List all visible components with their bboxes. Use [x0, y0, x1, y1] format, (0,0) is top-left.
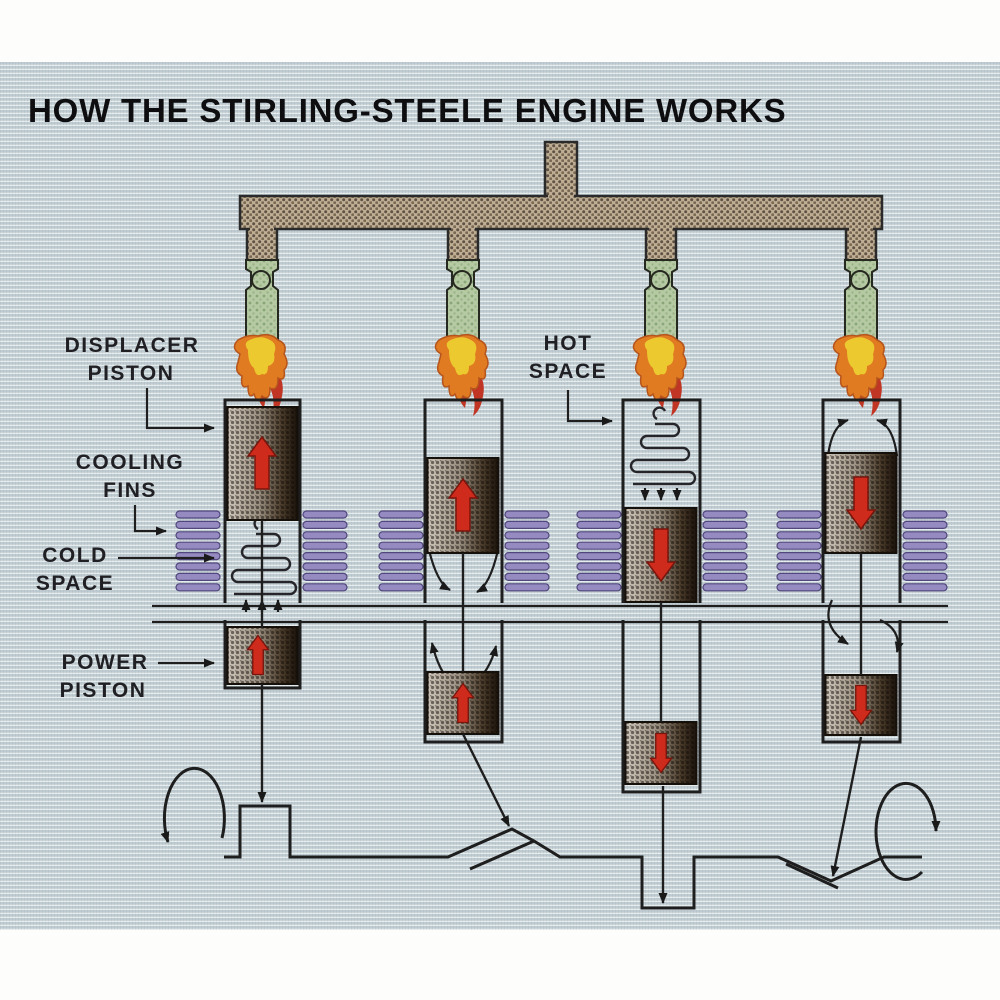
manifold-junction-mask	[548, 194, 574, 200]
transfer-duct	[152, 604, 948, 624]
cylinder-4-lower	[821, 620, 902, 744]
svg-text:SPACE: SPACE	[36, 572, 114, 595]
gas-flow-arrows	[241, 418, 904, 687]
svg-text:PISTON: PISTON	[60, 679, 147, 702]
cooling-fins-block	[902, 510, 948, 592]
displacer-piston-2	[426, 457, 500, 554]
svg-text:DISPLACER: DISPLACER	[65, 334, 200, 357]
burners	[245, 259, 878, 341]
cooling-fins-block	[175, 510, 221, 592]
svg-text:PISTON: PISTON	[88, 362, 175, 385]
label-power-piston: POWER PISTON	[60, 651, 215, 702]
cooling-fins-block	[776, 510, 822, 592]
cylinder-4-upper	[821, 398, 902, 603]
burner-icon	[446, 259, 480, 341]
burner-icon	[844, 259, 878, 341]
svg-text:COLD: COLD	[42, 544, 108, 567]
displacer-pistons	[226, 406, 898, 603]
page-title: HOW THE STIRLING-STEELE ENGINE WORKS	[28, 92, 786, 129]
power-pistons	[226, 626, 898, 785]
flame-icon	[434, 333, 489, 417]
burner-icon	[644, 259, 678, 341]
crankshaft	[160, 766, 941, 910]
power-piston-1	[226, 626, 299, 685]
fuel-supply-pipe	[543, 140, 579, 202]
cylinder-walls	[223, 398, 902, 794]
cooling-fins-block	[702, 510, 748, 592]
burner-icon	[245, 259, 279, 341]
power-piston-4	[824, 674, 898, 736]
flame-icon	[832, 333, 887, 417]
cylinder-2-upper	[423, 398, 504, 603]
power-piston-3	[624, 721, 698, 785]
svg-text:COOLING: COOLING	[76, 451, 185, 474]
displacer-piston-1	[226, 406, 299, 521]
svg-text:FINS: FINS	[103, 479, 157, 502]
svg-text:POWER: POWER	[62, 651, 149, 674]
manifold-drop-pipes	[245, 224, 878, 270]
rotation-arrow-left	[160, 766, 226, 843]
svg-text:SPACE: SPACE	[529, 360, 607, 383]
manifold-bar	[238, 194, 884, 231]
crankshaft-line	[224, 804, 922, 910]
cooling-fins-block	[576, 510, 622, 592]
displacer-piston-4	[824, 452, 898, 554]
label-displacer-piston: DISPLACER PISTON	[65, 334, 215, 433]
cylinder-1-upper	[223, 398, 302, 603]
displacer-piston-3	[624, 507, 698, 603]
cold-space-coil	[230, 516, 298, 596]
cylinder-3-upper	[621, 398, 702, 603]
label-pointer	[133, 505, 167, 536]
cylinder-2-lower	[423, 620, 504, 744]
crank-web-line	[785, 862, 839, 890]
label-pointer	[145, 388, 215, 433]
svg-text:HOT: HOT	[544, 332, 593, 355]
cooling-fins-block	[378, 510, 424, 592]
rotation-arrow-right	[874, 781, 941, 881]
flame-icon	[233, 333, 288, 417]
cooling-fins-block	[504, 510, 550, 592]
crank-web-line	[469, 839, 535, 871]
piston-rods	[257, 520, 863, 904]
label-cold-space: COLD SPACE	[36, 544, 215, 595]
cylinder-3-lower	[621, 620, 702, 794]
power-piston-2	[426, 671, 500, 735]
callout-labels: DISPLACER PISTON COOLING FINS COLD SPACE…	[36, 332, 613, 702]
label-pointer	[566, 390, 613, 426]
fuel-manifold	[238, 140, 884, 270]
flame-icon	[632, 333, 687, 417]
cooling-fins-block	[302, 510, 348, 592]
hot-space-coil	[629, 406, 697, 486]
label-cooling-fins: COOLING FINS	[76, 451, 185, 536]
label-hot-space: HOT SPACE	[529, 332, 613, 426]
